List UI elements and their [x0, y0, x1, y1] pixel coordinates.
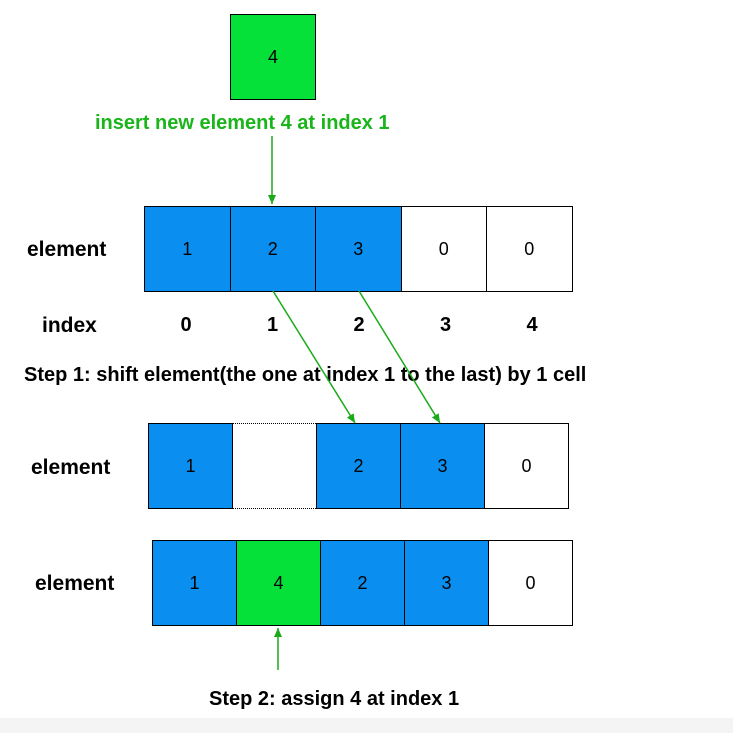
array-cell: 3: [404, 540, 489, 626]
array-cell: 3: [315, 206, 402, 292]
index-value: 1: [266, 314, 279, 336]
array-cell: 1: [148, 423, 233, 509]
array-cell: 0: [400, 206, 487, 292]
array-cell: 0: [486, 206, 573, 292]
empty-slot: [232, 423, 316, 509]
index-value: 3: [439, 314, 452, 336]
shift-arrow-element-3: [358, 290, 441, 424]
array-cell: 0: [484, 423, 569, 509]
insert-caption: insert new element 4 at index 1: [95, 112, 390, 134]
step2-caption: Step 2: assign 4 at index 1: [209, 688, 460, 710]
array-cell: 1: [152, 540, 237, 626]
index-value: 0: [180, 314, 192, 336]
array-cell: 2: [320, 540, 405, 626]
step1-caption: Step 1: shift element(the one at index 1…: [24, 364, 587, 386]
array-cell: 1: [144, 206, 231, 292]
row-label-original: element: [27, 238, 107, 261]
row-label-shifted: element: [31, 456, 111, 479]
new-element-box: 4: [230, 14, 316, 100]
index-value: 4: [526, 314, 538, 336]
index-label: index: [42, 314, 97, 337]
array-cell: 3: [400, 423, 485, 509]
index-value: 2: [353, 314, 365, 336]
shift-arrow-element-2: [272, 290, 356, 424]
row-label-final: element: [35, 572, 115, 595]
array-cell: 4: [236, 540, 321, 626]
array-cell: 0: [488, 540, 573, 626]
bottom-band: [0, 718, 733, 733]
